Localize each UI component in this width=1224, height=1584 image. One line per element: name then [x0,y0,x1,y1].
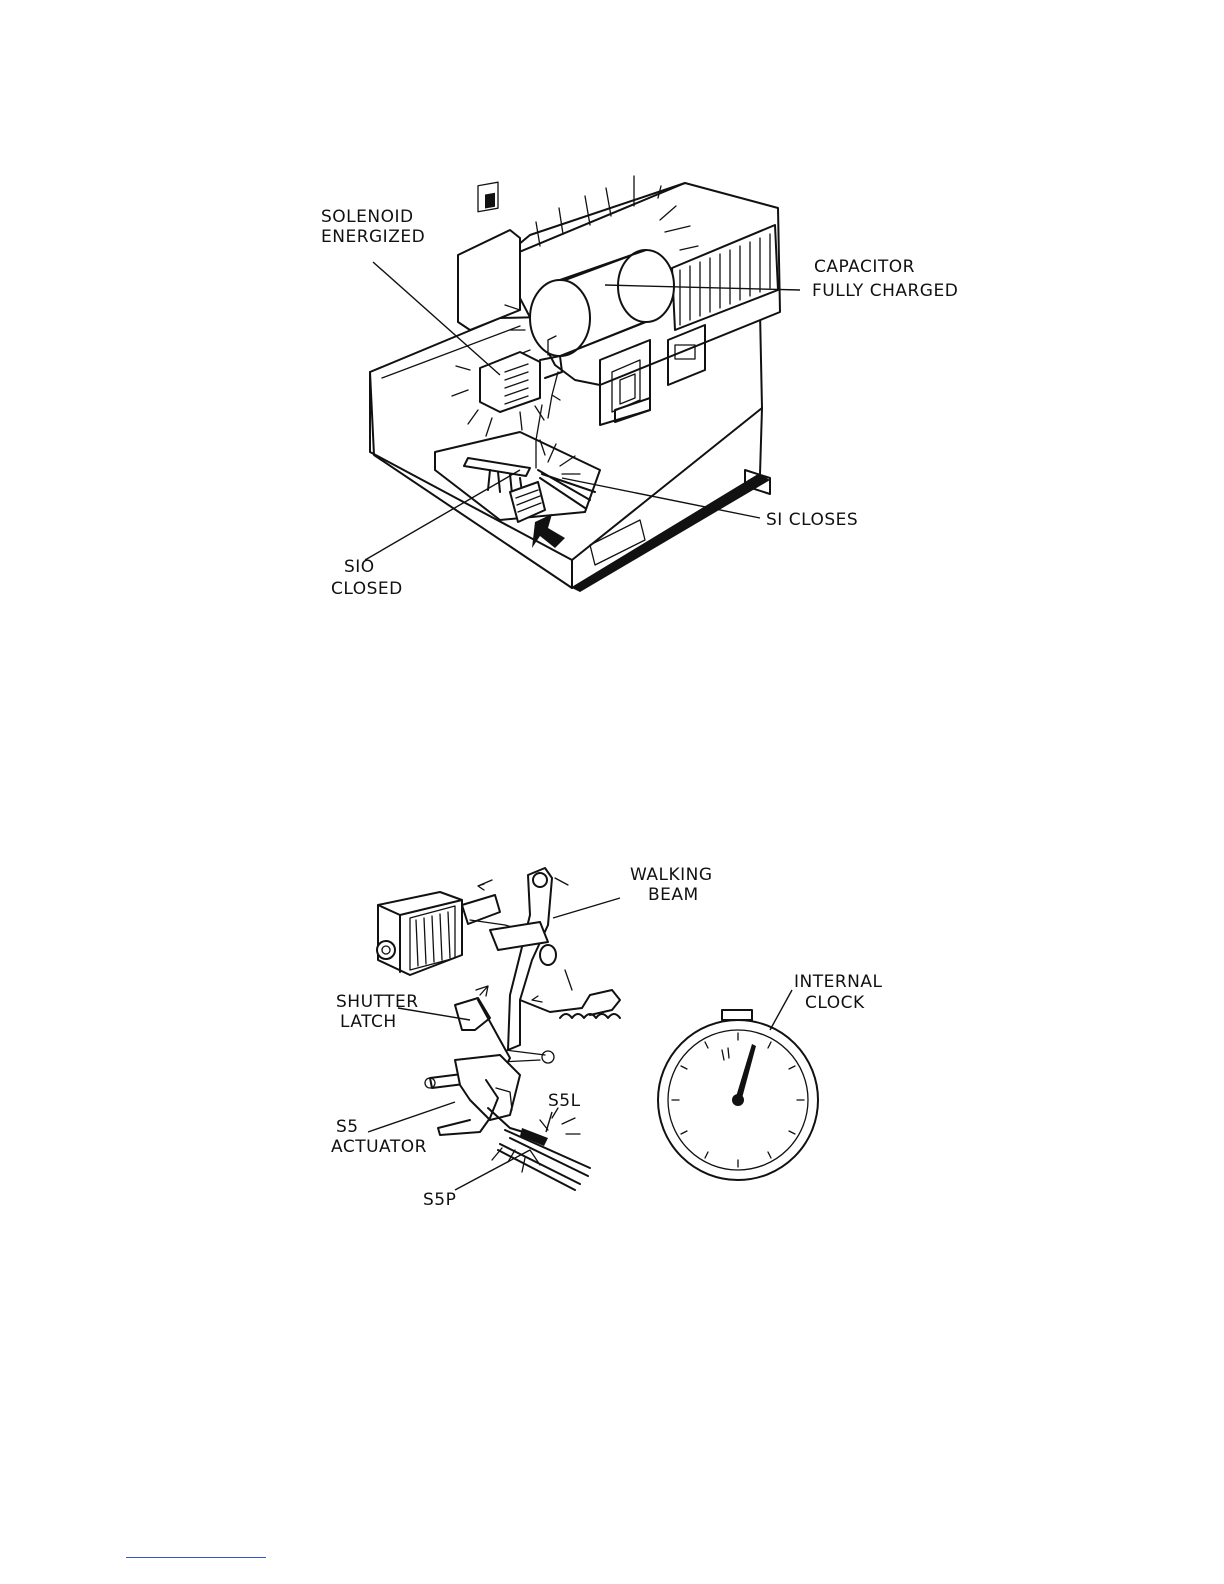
s5l-label: S5L [548,1091,581,1111]
shutter-latch-label: SHUTTER [336,992,419,1012]
s1-label: SI CLOSES [766,510,858,530]
shutter-latch-label-line2: LATCH [340,1012,397,1032]
solenoid-label: SOLENOID [321,207,414,227]
capacitor-label: CAPACITOR [814,257,915,277]
solenoid-label-line2: ENERGIZED [321,227,425,247]
footnote-rule [126,1557,266,1558]
s5-actuator-label-line2: ACTUATOR [331,1137,427,1157]
s10-label-line2: CLOSED [331,579,403,599]
s5p-label: S5P [423,1190,456,1210]
capacitor-label-line2: FULLY CHARGED [812,281,958,301]
internal-clock-icon [658,1010,818,1180]
s5-actuator [425,1055,530,1135]
s5-actuator-label: S5 [336,1117,359,1137]
internal-clock-label: INTERNAL [794,972,883,992]
s5-contacts [492,1108,590,1190]
walking-beam-label-line2: BEAM [648,885,699,905]
walking-beam [490,868,620,1050]
s10-label: SIO [344,557,375,577]
walking-beam-label: WALKING [630,865,713,885]
camera-figure: SOLENOID ENERGIZED CAPACITOR FULLY CHARG… [321,176,958,599]
mechanism-figure: WALKING BEAM INTERNAL CLOCK SHUTTER LATC… [331,865,883,1210]
internal-clock-label-line2: CLOCK [805,993,865,1013]
